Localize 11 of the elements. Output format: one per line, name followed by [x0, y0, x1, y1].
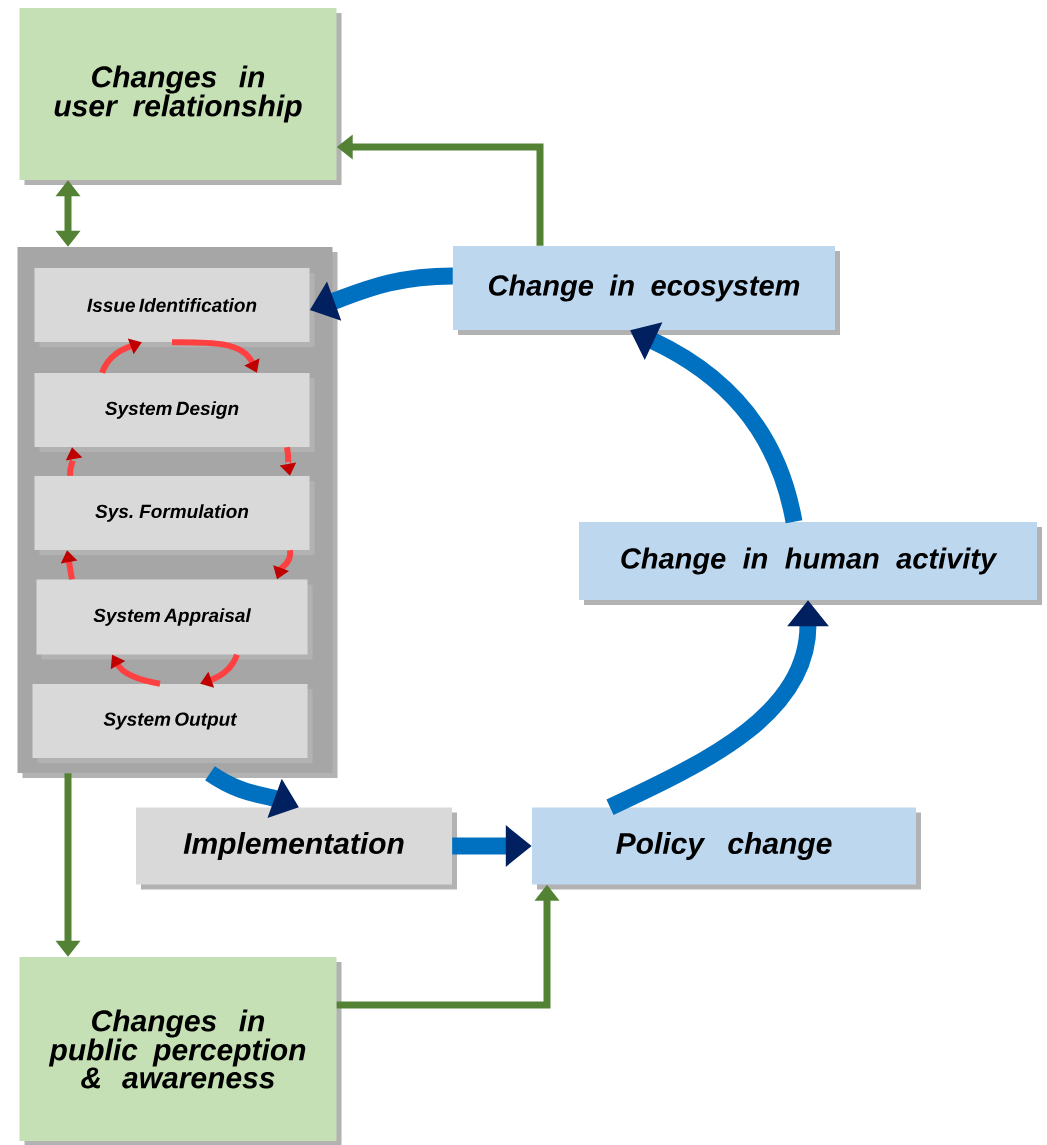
outcome-box: Changes in public perception & awareness	[19, 957, 342, 1145]
change-box: Change in ecosystem	[453, 246, 840, 335]
change-box: Change in human activity	[579, 522, 1042, 605]
step-box: System Design	[34, 373, 315, 452]
step-box: System Output	[32, 684, 313, 763]
outcome-box: Changes in user relationship	[19, 8, 342, 185]
step-box: System Appraisal	[36, 579, 313, 660]
change-box: Policy change	[532, 807, 921, 890]
stage-box: Implementation	[136, 807, 457, 890]
step-box: Issue Identification	[34, 268, 315, 347]
step-box: Sys. Formulation	[34, 476, 315, 555]
